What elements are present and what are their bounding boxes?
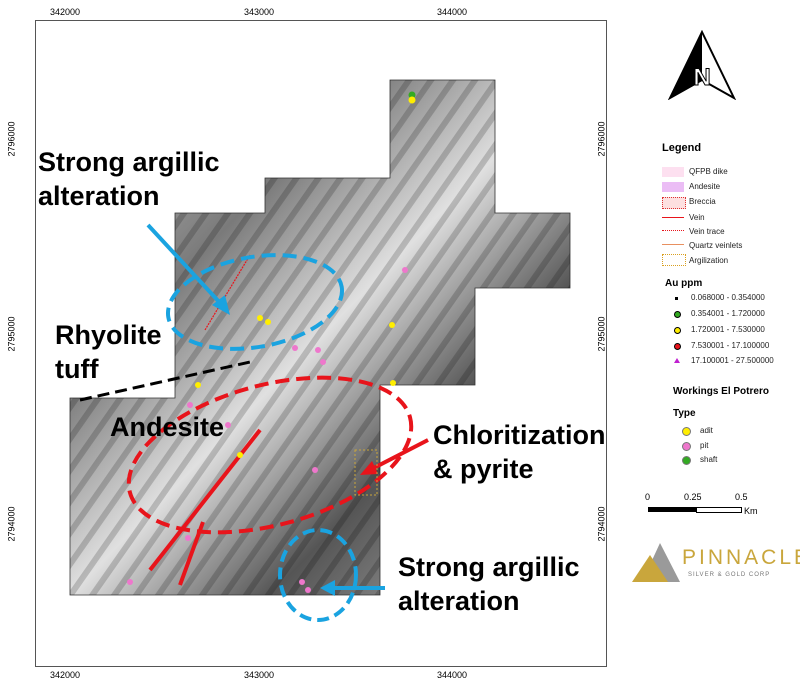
x-tick-top: 343000 (244, 7, 275, 17)
x-tick-top: 344000 (437, 7, 468, 17)
shaft-symbol (682, 456, 691, 465)
annotation-line: alteration (38, 181, 160, 211)
legend-item: Vein trace (689, 227, 725, 236)
swatch-breccia (662, 197, 686, 209)
type-label: pit (700, 441, 709, 450)
arrow-chloritization (369, 438, 429, 472)
legend-item: QFPB dike (689, 167, 728, 176)
annotation-strong-argillic-top: Strong argillic alteration (38, 145, 220, 213)
scale-label: 0.5 (735, 492, 748, 502)
logo-name: PINNACLE (682, 546, 800, 569)
arrowhead (320, 580, 335, 596)
arrow-argillic-top (146, 223, 224, 307)
scale-bar-segment (648, 507, 696, 512)
pinnacle-logo: PINNACLE SILVER & GOLD CORP (630, 540, 800, 585)
scale-bar-segment (696, 507, 742, 513)
annotation-line: tuff (55, 354, 99, 384)
au-title: Au ppm (665, 278, 703, 289)
swatch-qfpb (662, 167, 684, 177)
annotation-strong-argillic-bottom: Strong argillic alteration (398, 550, 580, 618)
au-symbol (675, 297, 678, 300)
scale-bar: 0 0.25 0.5 Km (645, 492, 758, 522)
au-symbol (674, 311, 681, 318)
argillic-ellipse-bottom (278, 528, 358, 622)
argillic-ellipse-top (165, 253, 345, 351)
type-label: shaft (700, 455, 718, 464)
annotation-line: Rhyolite (55, 320, 162, 350)
swatch-argilization (662, 254, 686, 266)
au-class: 0.354001 - 1.720000 (691, 309, 765, 318)
legend-item: Quartz veinlets (689, 241, 743, 250)
map-frame (35, 20, 607, 667)
arrowhead (212, 295, 230, 315)
chloritization-ellipse (126, 375, 414, 535)
annotation-line: & pyrite (433, 454, 534, 484)
x-tick-top: 342000 (50, 7, 81, 17)
adit-symbol (682, 427, 691, 436)
scale-unit: Km (744, 506, 758, 516)
rhyolite-pointer (79, 360, 251, 402)
swatch-vein (662, 217, 684, 218)
annotation-line: Strong argillic (38, 147, 220, 177)
pit-symbol (682, 442, 691, 451)
logo-sub: SILVER & GOLD CORP (688, 572, 771, 578)
au-symbol (674, 358, 680, 363)
x-tick-bottom: 344000 (437, 670, 468, 680)
north-label: N (693, 64, 710, 91)
argilization-zone (354, 449, 378, 496)
annotation-line: alteration (398, 586, 520, 616)
annotation-rhyolite: Rhyolite tuff (55, 318, 162, 386)
vein-line (204, 254, 251, 331)
annotation-line: Chloritization (433, 420, 606, 450)
au-class: 1.720001 - 7.530000 (691, 325, 765, 334)
au-symbol (674, 327, 681, 334)
type-label: adit (700, 426, 713, 435)
legend: Legend QFPB dike Andesite Breccia Vein V… (640, 135, 800, 475)
au-class: 17.100001 - 27.500000 (691, 356, 774, 365)
scale-label: 0.25 (684, 492, 702, 502)
scale-label: 0 (645, 492, 651, 502)
legend-item: Vein (689, 213, 705, 222)
mountain-logo-icon (632, 543, 680, 582)
workings-title: Workings El Potrero (673, 386, 769, 397)
north-arrow-icon: N (668, 30, 736, 100)
arrow-andesite-1 (178, 521, 205, 586)
au-class: 0.068000 - 0.354000 (691, 293, 765, 302)
legend-item: Argilization (689, 256, 729, 265)
legend-item: Breccia (689, 197, 716, 206)
x-tick-bottom: 342000 (50, 670, 81, 680)
type-title: Type (673, 408, 696, 419)
workings-points (127, 91, 416, 593)
x-tick-bottom: 343000 (244, 670, 275, 680)
legend-item: Andesite (689, 182, 721, 191)
swatch-andesite (662, 182, 684, 192)
au-class: 7.530001 - 17.100000 (691, 341, 770, 350)
legend-title: Legend (662, 142, 702, 154)
annotation-chloritization: Chloritization & pyrite (433, 418, 605, 486)
annotation-line: Strong argillic (398, 552, 580, 582)
swatch-quartz-veinlets (662, 244, 684, 245)
arrowhead (360, 461, 378, 475)
annotation-andesite: Andesite (110, 412, 225, 442)
swatch-vein-trace (662, 230, 684, 231)
au-symbol (674, 343, 681, 350)
